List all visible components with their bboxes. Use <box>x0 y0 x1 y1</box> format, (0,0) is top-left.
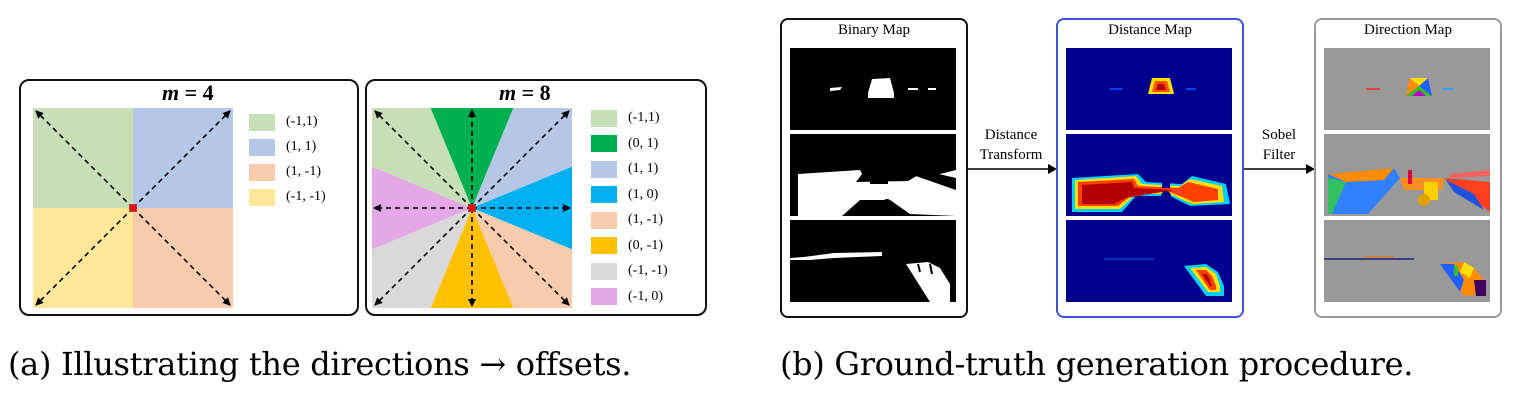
binary-tile-3 <box>790 220 956 302</box>
m4-legend-swatch <box>249 188 275 206</box>
m8-title: m = 8 <box>499 80 551 105</box>
m4-direction-diagram <box>33 108 233 308</box>
m8-legend-item: (1, -1) <box>591 210 663 230</box>
direction-tile-1 <box>1324 48 1490 130</box>
m4-legend-swatch <box>249 113 275 131</box>
m4-legend-swatch <box>249 163 275 181</box>
m4-legend-item: (1, -1) <box>249 162 321 182</box>
m8-region-neg1-neg1 <box>372 208 472 308</box>
m8-legend-swatch <box>591 262 617 280</box>
m8-direction-diagram <box>372 108 572 308</box>
m8-legend-item: (0, 1) <box>591 134 658 154</box>
m8-legend-swatch <box>591 109 617 127</box>
m8-legend-item: (1, 0) <box>591 185 658 205</box>
direction-map-box: Direction Map <box>1314 18 1502 318</box>
m8-arrow-se <box>471 207 570 306</box>
m8-legend-label: (-1, -1) <box>628 263 668 278</box>
m4-arrow-se <box>132 207 231 306</box>
direction-tile-2 <box>1324 134 1490 216</box>
m4-legend-item: (-1, -1) <box>249 187 326 207</box>
m8-legend-swatch <box>591 186 617 203</box>
m8-legend-label: (1, 1) <box>628 161 659 176</box>
m8-legend-label: (0, -1) <box>628 237 663 253</box>
m8-legend-item: (1, 1) <box>591 159 658 179</box>
m8-arrow-nw <box>374 110 473 209</box>
m4-legend-item: (1, 1) <box>249 137 316 157</box>
caption-b: (b) Ground-truth generation procedure. <box>780 345 1414 383</box>
m8-legend-swatch <box>591 135 617 152</box>
m8-legend-swatch <box>591 211 617 229</box>
m4-legend-label: (-1,1) <box>286 114 318 129</box>
m4-center-point <box>129 204 137 212</box>
m4-arrow-ne <box>132 110 231 209</box>
m8-legend-swatch <box>591 160 617 178</box>
m8-legend-label: (-1, 0) <box>628 288 663 304</box>
m8-legend-swatch <box>591 288 617 305</box>
m8-legend-label: (1, 0) <box>628 186 659 202</box>
sobel-filter-arrow <box>1244 164 1315 174</box>
distance-transform-arrow <box>968 164 1057 174</box>
distance-map-title: Distance Map <box>1108 22 1192 38</box>
m8-legend-item: (-1, 0) <box>591 287 663 307</box>
m4-legend-label: (-1, -1) <box>286 189 326 204</box>
m4-arrow-nw <box>35 110 134 209</box>
m8-arrow-ne <box>471 110 570 209</box>
distance-tile-2 <box>1066 134 1232 216</box>
binary-tile-2 <box>790 134 956 216</box>
m8-legend-item: (0, -1) <box>591 236 663 256</box>
distance-tile-3 <box>1066 220 1232 302</box>
m8-legend-item: (-1, -1) <box>591 261 668 281</box>
m8-legend-item: (-1,1) <box>591 108 660 128</box>
m8-region-neg1-1-b <box>372 108 472 208</box>
m8-region-1-neg1 <box>472 208 572 308</box>
m4-legend-item: (-1,1) <box>249 112 318 132</box>
m4-title: m = 4 <box>162 80 214 105</box>
binary-map-box: Binary Map <box>780 18 968 318</box>
m8-legend-swatch <box>591 237 617 254</box>
m8-center-point <box>468 204 476 212</box>
m4-legend-label: (1, -1) <box>286 164 321 179</box>
binary-tile-1 <box>790 48 956 130</box>
m4-legend-swatch <box>249 138 275 156</box>
m8-legend-label: (0, 1) <box>628 135 659 151</box>
m4-legend-label: (1, 1) <box>286 139 317 154</box>
m8-region-1-1 <box>472 108 572 208</box>
direction-tile-3 <box>1324 220 1490 302</box>
binary-map-title: Binary Map <box>837 22 911 38</box>
m8-legend-label: (1, -1) <box>628 212 663 227</box>
m4-arrow-sw <box>35 207 134 306</box>
caption-a: (a) Illustrating the directions → offset… <box>8 345 632 383</box>
distance-tile-1 <box>1066 48 1232 130</box>
m8-arrow-sw <box>374 207 473 306</box>
direction-map-title: Direction Map <box>1364 22 1452 38</box>
m8-legend-label: (-1,1) <box>628 110 660 125</box>
distance-map-box: Distance Map <box>1056 18 1244 318</box>
